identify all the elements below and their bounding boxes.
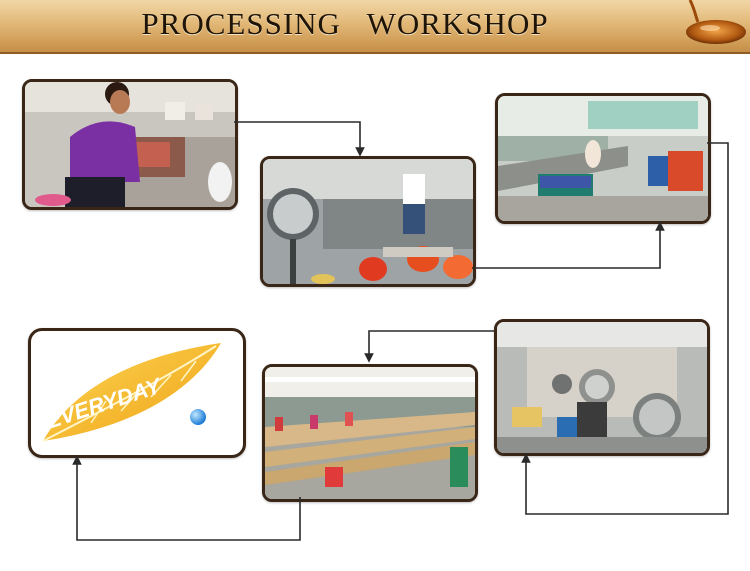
photo-glazing-area xyxy=(260,156,476,287)
photo-packing-line xyxy=(495,93,711,224)
arrow-step1-to-step2 xyxy=(234,121,365,157)
header-banner: PROCESSING WORKSHOP xyxy=(0,0,750,54)
leaf-logo-icon xyxy=(42,343,221,442)
arrow-step2-to-step3 xyxy=(472,221,665,269)
blue-orb-icon xyxy=(190,409,206,425)
photo-spray-booth xyxy=(494,319,710,456)
arrow-step4-to-step5 xyxy=(364,330,494,363)
page-title: PROCESSING WORKSHOP xyxy=(141,6,549,41)
honey-drop-decoration xyxy=(686,0,746,44)
brand-logo-box: EVERYDAY xyxy=(28,328,246,458)
photo-worker-painting xyxy=(22,79,238,210)
photo-assembly-line xyxy=(262,364,478,502)
